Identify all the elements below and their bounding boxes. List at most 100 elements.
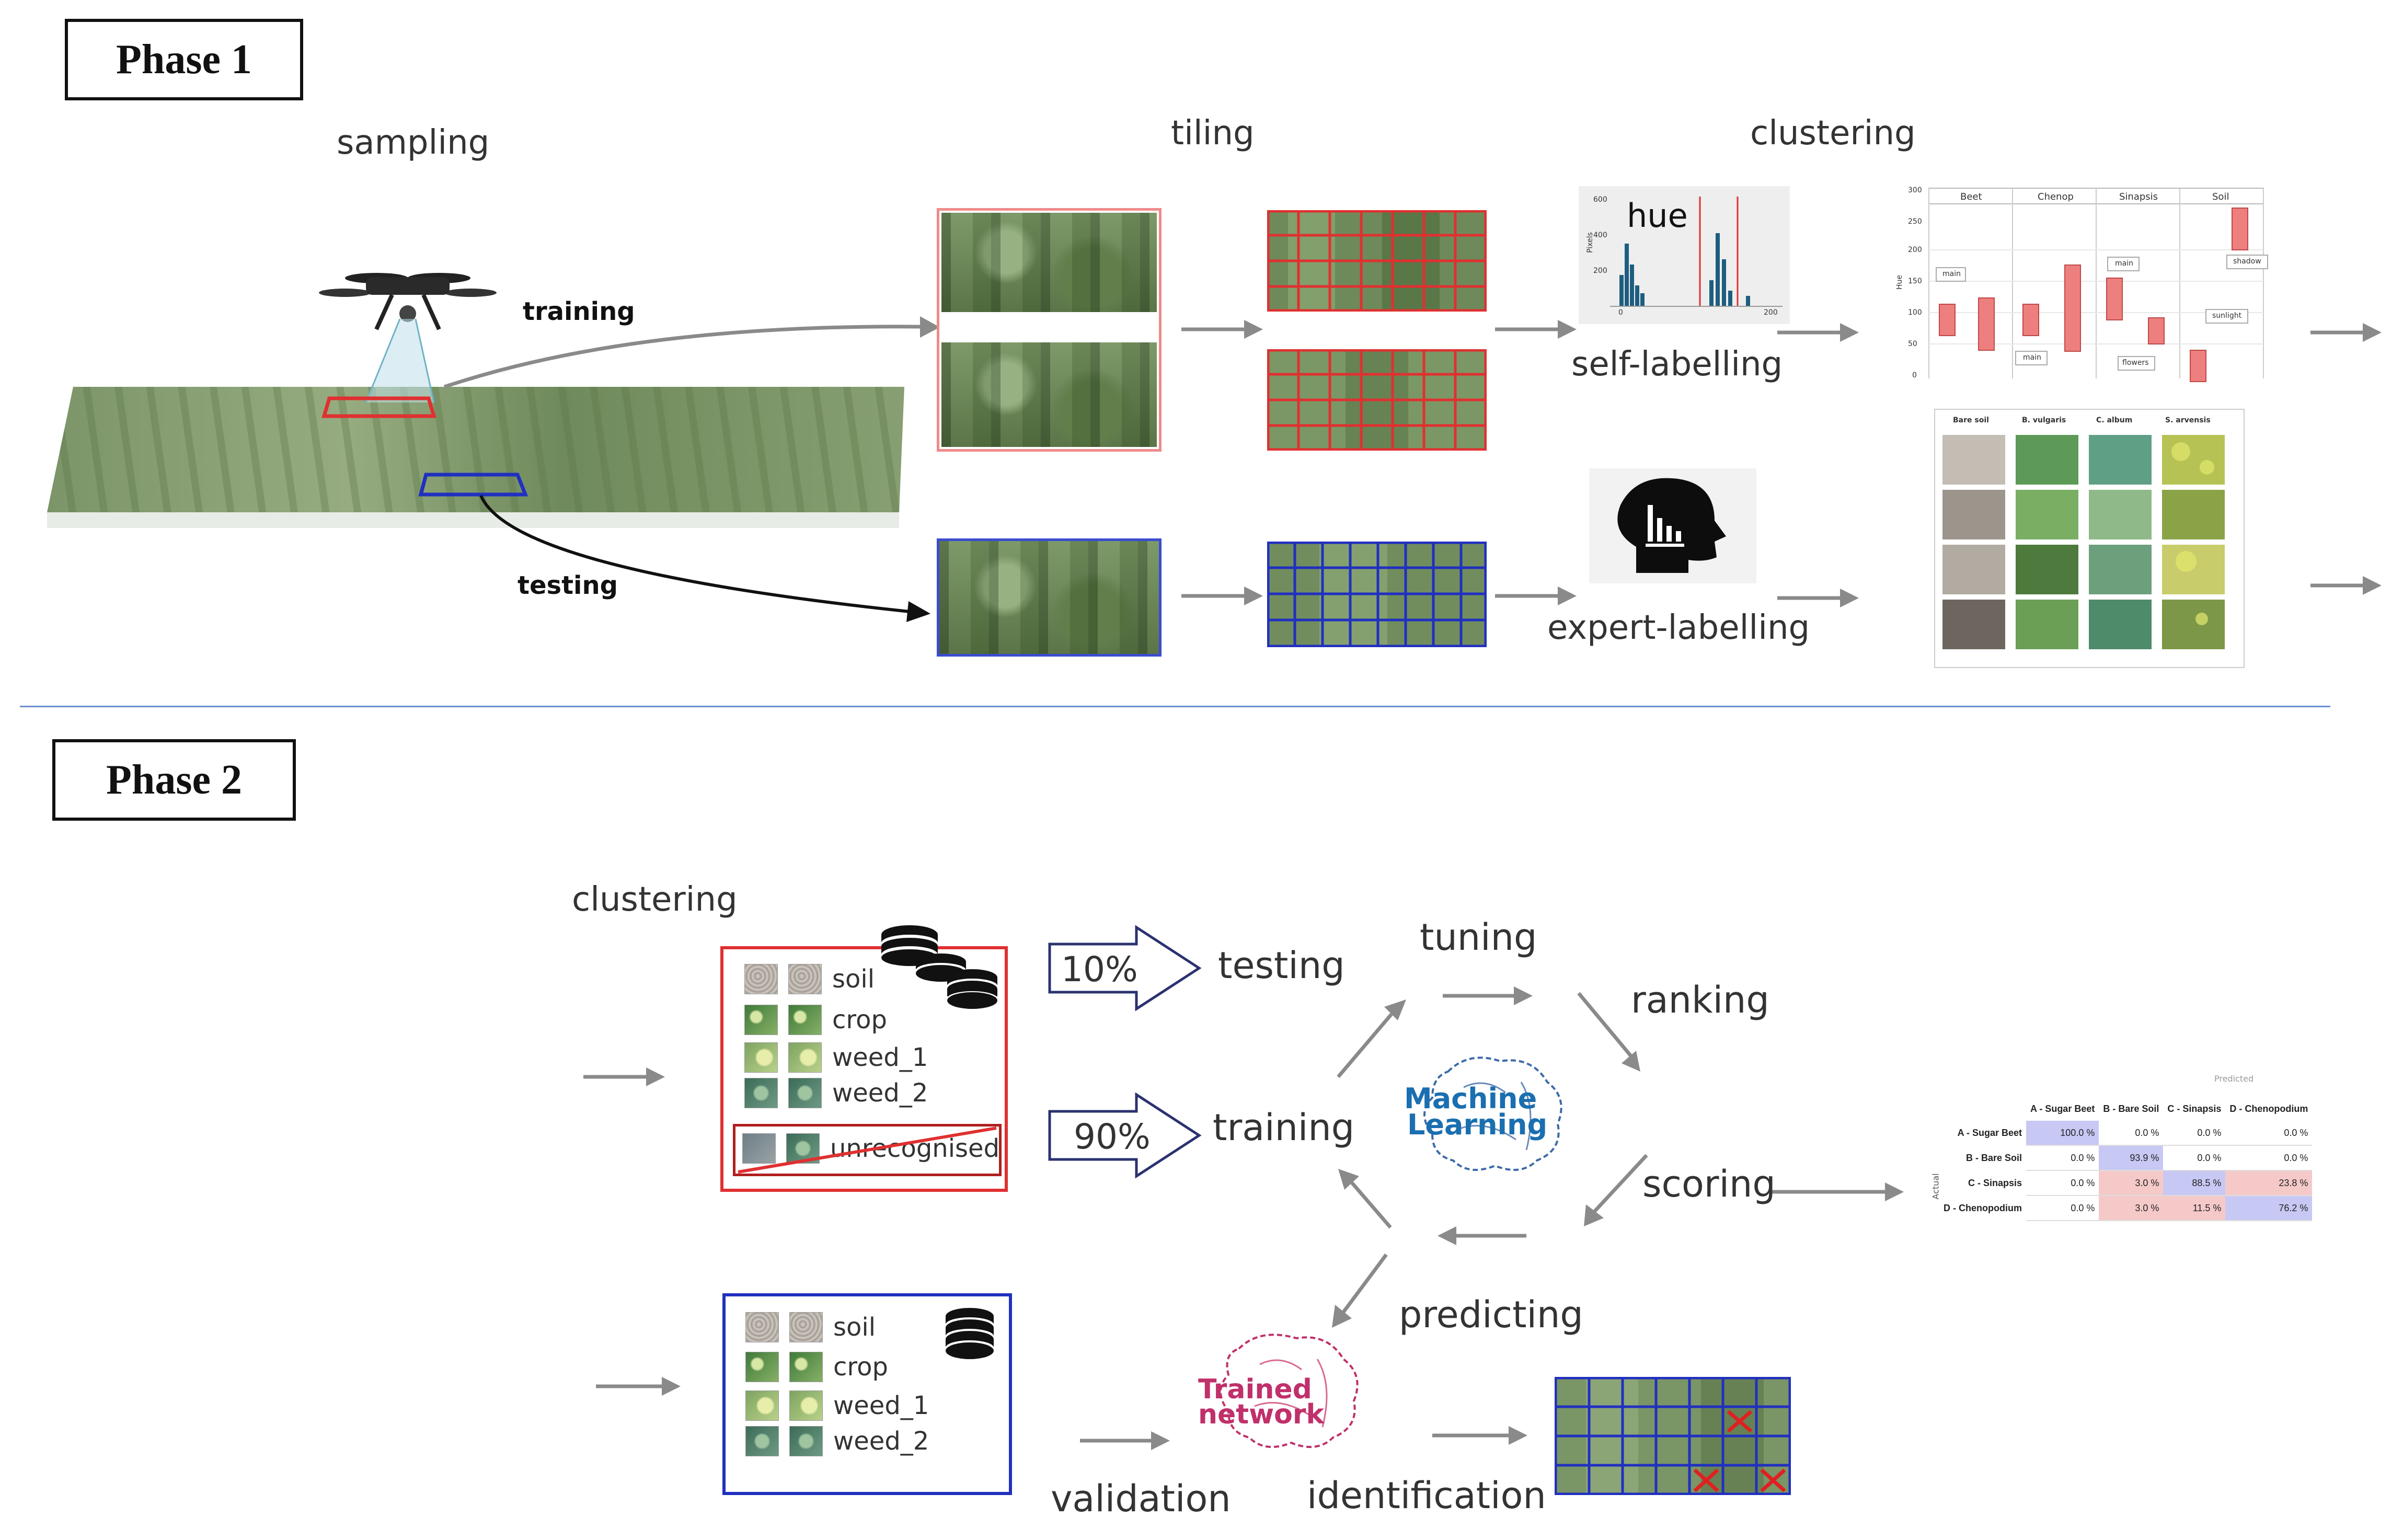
hue-ytick: 600 — [1593, 196, 1607, 204]
testing-arrow — [479, 495, 910, 613]
hue-xtick: 200 — [1764, 308, 1778, 317]
matrix-cell: 100.0 % — [2026, 1121, 2099, 1146]
drone-icon — [319, 273, 497, 330]
split-arrow-test — [1048, 925, 1202, 1011]
rejected-tile-marker — [1693, 1410, 1786, 1492]
cluster-ytick: 50 — [1908, 340, 1917, 348]
cluster-range-chart: Beet Chenop Sinapsis Soil Hue 300 250 20… — [1892, 184, 2269, 383]
crop-swatch — [789, 1352, 823, 1382]
weed1-swatch — [789, 1390, 823, 1421]
unrecognised-swatch — [742, 1133, 776, 1164]
matrix-col-header: D - Chenopodium — [2229, 1103, 2308, 1114]
tiled-training-1 — [1267, 210, 1487, 312]
cluster-category: Sinapsis — [2119, 191, 2158, 202]
matrix-row-header: D - Chenopodium — [1944, 1202, 2022, 1213]
class-row-soil: soil — [744, 964, 875, 994]
matrix-table: A - Sugar Beet B - Bare Soil C - Sinapsi… — [1939, 1097, 2313, 1221]
cluster-category: Chenop — [2038, 191, 2074, 202]
matrix-cell: 0.0 % — [2225, 1121, 2313, 1146]
crop-swatch — [744, 1005, 778, 1035]
class-row-crop: crop — [744, 1005, 887, 1035]
database-stack-icon — [881, 925, 997, 1009]
split-train-label: 90% — [1074, 1117, 1151, 1157]
step-tiling-label: tiling — [1171, 114, 1255, 153]
matrix-row-header: A - Sugar Beet — [1957, 1128, 2022, 1138]
cluster-ytick: 150 — [1908, 277, 1922, 285]
split-arrow-train — [1048, 1093, 1202, 1178]
matrix-cell: 0.0 % — [2163, 1145, 2226, 1171]
cycle-scoring: scoring — [1642, 1163, 1776, 1205]
cluster-ytick: 200 — [1908, 246, 1922, 254]
cluster-annotation: sunlight — [2212, 312, 2242, 320]
training-arrow — [443, 325, 921, 389]
phase1-title-box: Phase 1 — [65, 19, 303, 100]
matrix-cell: 3.0 % — [2099, 1170, 2164, 1196]
cluster-annotation: main — [2023, 353, 2041, 362]
matrix-header-row: A - Sugar Beet B - Bare Soil C - Sinapsi… — [1939, 1097, 2312, 1121]
cluster-range-plot — [1928, 188, 2268, 382]
testing-sample-frame — [418, 473, 528, 497]
trained-network-brain-icon — [1220, 1334, 1359, 1448]
weed2-swatch — [745, 1426, 779, 1456]
phase2-clustering-label: clustering — [572, 880, 738, 919]
testing-arrow-label: testing — [518, 571, 618, 600]
weed2-swatch — [744, 1078, 778, 1108]
class-row-unrecognised: unrecognised — [742, 1133, 999, 1164]
validation-label: validation — [1051, 1477, 1231, 1520]
cycle-ranking: ranking — [1631, 979, 1769, 1021]
cluster-annotation: main — [2115, 259, 2133, 268]
expert-col-header: B. vulgaris — [2022, 416, 2066, 424]
step-clustering-label: clustering — [1750, 114, 1916, 153]
unrecognised-label: unrecognised — [830, 1134, 1000, 1163]
trained-logo-line1: Trained — [1198, 1374, 1312, 1405]
soil-swatch — [788, 964, 822, 994]
hue-histogram: hue Pixels 600 400 200 0 200 — [1579, 186, 1790, 324]
cycle-testing: testing — [1218, 944, 1345, 987]
class-label: soil — [832, 964, 875, 994]
step-sampling-label: sampling — [337, 123, 490, 162]
matrix-row-header: C - Sinapsis — [1968, 1177, 2022, 1188]
matrix-cell: 0.0 % — [2163, 1121, 2226, 1146]
matrix-cell: 76.2 % — [2225, 1196, 2313, 1221]
cluster-annotation: main — [1942, 270, 1961, 278]
cluster-ytick: 0 — [1912, 371, 1917, 380]
training-photo-2 — [941, 342, 1157, 447]
identification-label: identification — [1307, 1474, 1546, 1517]
matrix-cell: 88.5 % — [2163, 1170, 2226, 1196]
field-drone-illustration — [47, 273, 940, 622]
strike-line — [738, 1127, 997, 1174]
expert-labelling-label: expert-labelling — [1547, 608, 1810, 647]
crop-swatch — [745, 1352, 779, 1382]
database-icon — [946, 1308, 994, 1359]
matrix-cell: 0.0 % — [2225, 1145, 2313, 1171]
class-row-weed2: weed_2 — [744, 1078, 928, 1108]
testing-photo — [937, 538, 1162, 657]
weed1-swatch — [744, 1042, 778, 1073]
split-test-label: 10% — [1061, 949, 1138, 990]
tiled-testing — [1267, 542, 1487, 647]
class-row-weed2: weed_2 — [745, 1426, 929, 1456]
training-photo-1 — [941, 213, 1157, 312]
class-label: crop — [833, 1352, 888, 1382]
training-arrow-label: training — [523, 297, 635, 326]
matrix-predicted-label: Predicted — [2214, 1074, 2254, 1084]
phase1-title: Phase 1 — [116, 36, 252, 83]
matrix-col-header: B - Bare Soil — [2103, 1103, 2159, 1114]
phase2-title-box: Phase 2 — [52, 739, 296, 821]
weed2-swatch — [788, 1078, 822, 1108]
matrix-cell: 0.0 % — [2026, 1196, 2099, 1221]
matrix-cell: 93.9 % — [2099, 1145, 2164, 1171]
self-labelling-label: self-labelling — [1571, 345, 1783, 384]
matrix-cell: 11.5 % — [2163, 1196, 2226, 1221]
weed1-swatch — [745, 1390, 779, 1421]
cluster-ytick: 250 — [1908, 217, 1922, 226]
matrix-row: C - Sinapsis 0.0 % 3.0 % 88.5 % 23.8 % — [1939, 1170, 2313, 1196]
matrix-col-header: C - Sinapsis — [2167, 1103, 2222, 1114]
ml-logo-line2: Learning — [1407, 1108, 1548, 1141]
matrix-row: A - Sugar Beet 100.0 % 0.0 % 0.0 % 0.0 % — [1939, 1121, 2313, 1146]
matrix-cell: 0.0 % — [2026, 1170, 2099, 1196]
cycle-training: training — [1213, 1106, 1355, 1149]
soil-swatch — [745, 1312, 779, 1342]
